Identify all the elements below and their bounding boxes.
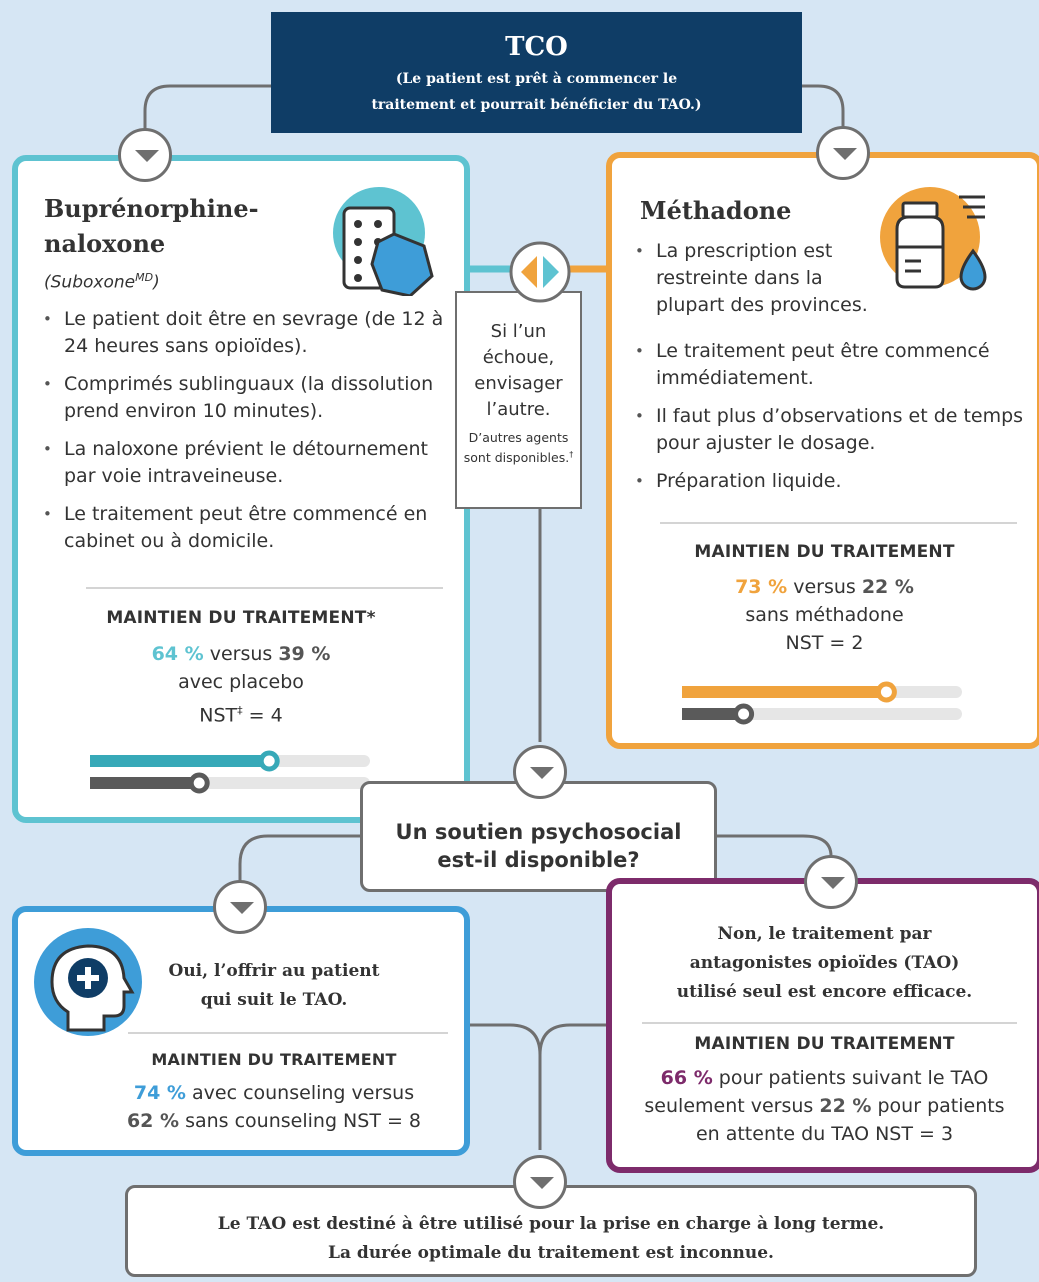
list-item: Comprimés sublinguaux (la dissolution pr…	[40, 371, 460, 425]
list-item: Le traitement peut être commencé immédia…	[632, 338, 1027, 392]
divider	[86, 587, 443, 589]
retention-comparator: 62 % sans counseling NST = 8	[126, 1110, 422, 1132]
list-item: La naloxone prévient le détournement par…	[40, 436, 460, 490]
retention-bars	[682, 681, 962, 725]
retention-comparator: sans méthadone	[745, 604, 904, 626]
alternative-line4: l’autre.	[486, 399, 551, 420]
methadone-card: Méthadone La prescription est restreinte…	[606, 152, 1039, 749]
nnt-value: NST = 2	[785, 632, 864, 654]
retention-heading: MAINTIEN DU TRAITEMENT	[151, 1050, 397, 1069]
switch-arrows-icon	[509, 241, 571, 303]
alternative-line2: échoue,	[482, 347, 555, 368]
alternative-box: Si l’un échoue, envisager l’autre. D’aut…	[455, 291, 582, 509]
divider	[128, 1032, 448, 1034]
buprenorphine-title-line1: Buprénorphine-	[44, 194, 259, 223]
treatment-marker	[258, 750, 280, 772]
list-item: Préparation liquide.	[632, 468, 1027, 495]
chevron-down-icon	[513, 1155, 567, 1209]
psychosocial-line2: est-il disponible?	[437, 848, 640, 872]
treatment-bar	[90, 755, 270, 767]
buprenorphine-card: Buprénorphine- naloxone (SuboxoneMD) Le …	[12, 155, 470, 823]
retention-stat: 73 % versus 22 %	[735, 576, 914, 598]
comparator-marker	[188, 772, 210, 794]
medicine-bottle-icon	[880, 187, 987, 291]
nnt-value: NST‡ = 4	[199, 704, 283, 727]
buprenorphine-title-line2: naloxone	[44, 229, 166, 258]
oui-card: Oui, l’offrir au patient qui suit le TAO…	[12, 906, 470, 1156]
divider	[660, 522, 1017, 524]
retention-comparator: avec placebo	[178, 671, 304, 693]
header-subtitle-line1: (Le patient est prêt à commencer le	[395, 71, 678, 87]
chevron-down-icon	[804, 855, 858, 909]
comparator-marker	[733, 703, 755, 725]
conclusion-line1: Le TAO est destiné à être utilisé pour l…	[217, 1214, 885, 1234]
alternative-line3: envisager	[474, 373, 563, 394]
nnt-value: en attente du TAO NST = 3	[695, 1123, 954, 1145]
head-plus-icon	[34, 928, 142, 1036]
header-box: TCO (Le patient est prêt à commencer le …	[271, 12, 802, 133]
methadone-title: Méthadone	[640, 196, 792, 225]
list-item: Il faut plus d’observations et de temps …	[632, 403, 1027, 457]
header-subtitle-line2: traitement et pourrait bénéficier du TAO…	[371, 97, 702, 113]
chevron-down-icon	[118, 128, 172, 182]
alternative-note-line2: sont disponibles.†	[463, 450, 574, 466]
retention-stat: 64 % versus 39 %	[151, 643, 331, 665]
non-text: Non, le traitement par antagonistes opio…	[676, 924, 973, 1002]
chevron-down-icon	[213, 880, 267, 934]
retention-heading: MAINTIEN DU TRAITEMENT	[694, 542, 955, 562]
chevron-down-icon	[513, 745, 567, 799]
list-item: Le patient doit être en sevrage (de 12 à…	[40, 306, 460, 360]
retention-bars	[90, 750, 370, 794]
divider	[642, 1022, 1017, 1024]
alternative-note-line1: D’autres agents	[468, 430, 569, 445]
conclusion-line2: La durée optimale du traitement est inco…	[328, 1243, 774, 1263]
methadone-bullets: Le traitement peut être commencé immédia…	[632, 338, 1027, 506]
alternative-line1: Si l’un	[490, 321, 547, 342]
comparator-bar	[90, 777, 200, 789]
list-item: Le traitement peut être commencé en cabi…	[40, 501, 460, 555]
comparator-bar	[682, 708, 744, 720]
retention-heading: MAINTIEN DU TRAITEMENT	[694, 1034, 955, 1054]
methadone-bullets-top: La prescription est restreinte dans la p…	[632, 238, 894, 330]
pill-blister-icon	[333, 187, 434, 296]
treatment-bar	[682, 686, 887, 698]
retention-heading: MAINTIEN DU TRAITEMENT*	[106, 608, 376, 628]
non-card: Non, le traitement par antagonistes opio…	[606, 878, 1039, 1173]
oui-text: Oui, l’offrir au patient qui suit le TAO…	[168, 961, 380, 1010]
header-title: TCO	[505, 32, 568, 62]
retention-stat: 66 % pour patients suivant le TAO	[660, 1067, 989, 1089]
buprenorphine-bullets: Le patient doit être en sevrage (de 12 à…	[40, 306, 460, 566]
treatment-marker	[875, 681, 897, 703]
retention-stat: 74 % avec counseling versus	[133, 1082, 415, 1104]
buprenorphine-brand: (SuboxoneMD)	[44, 271, 160, 293]
psychosocial-question-box: Un soutien psychosocial est-il disponibl…	[360, 781, 717, 892]
chevron-down-icon	[816, 126, 870, 180]
list-item: La prescription est restreinte dans la p…	[632, 238, 894, 319]
retention-comparator: seulement versus 22 % pour patients	[644, 1095, 1005, 1117]
psychosocial-line1: Un soutien psychosocial	[395, 820, 682, 844]
